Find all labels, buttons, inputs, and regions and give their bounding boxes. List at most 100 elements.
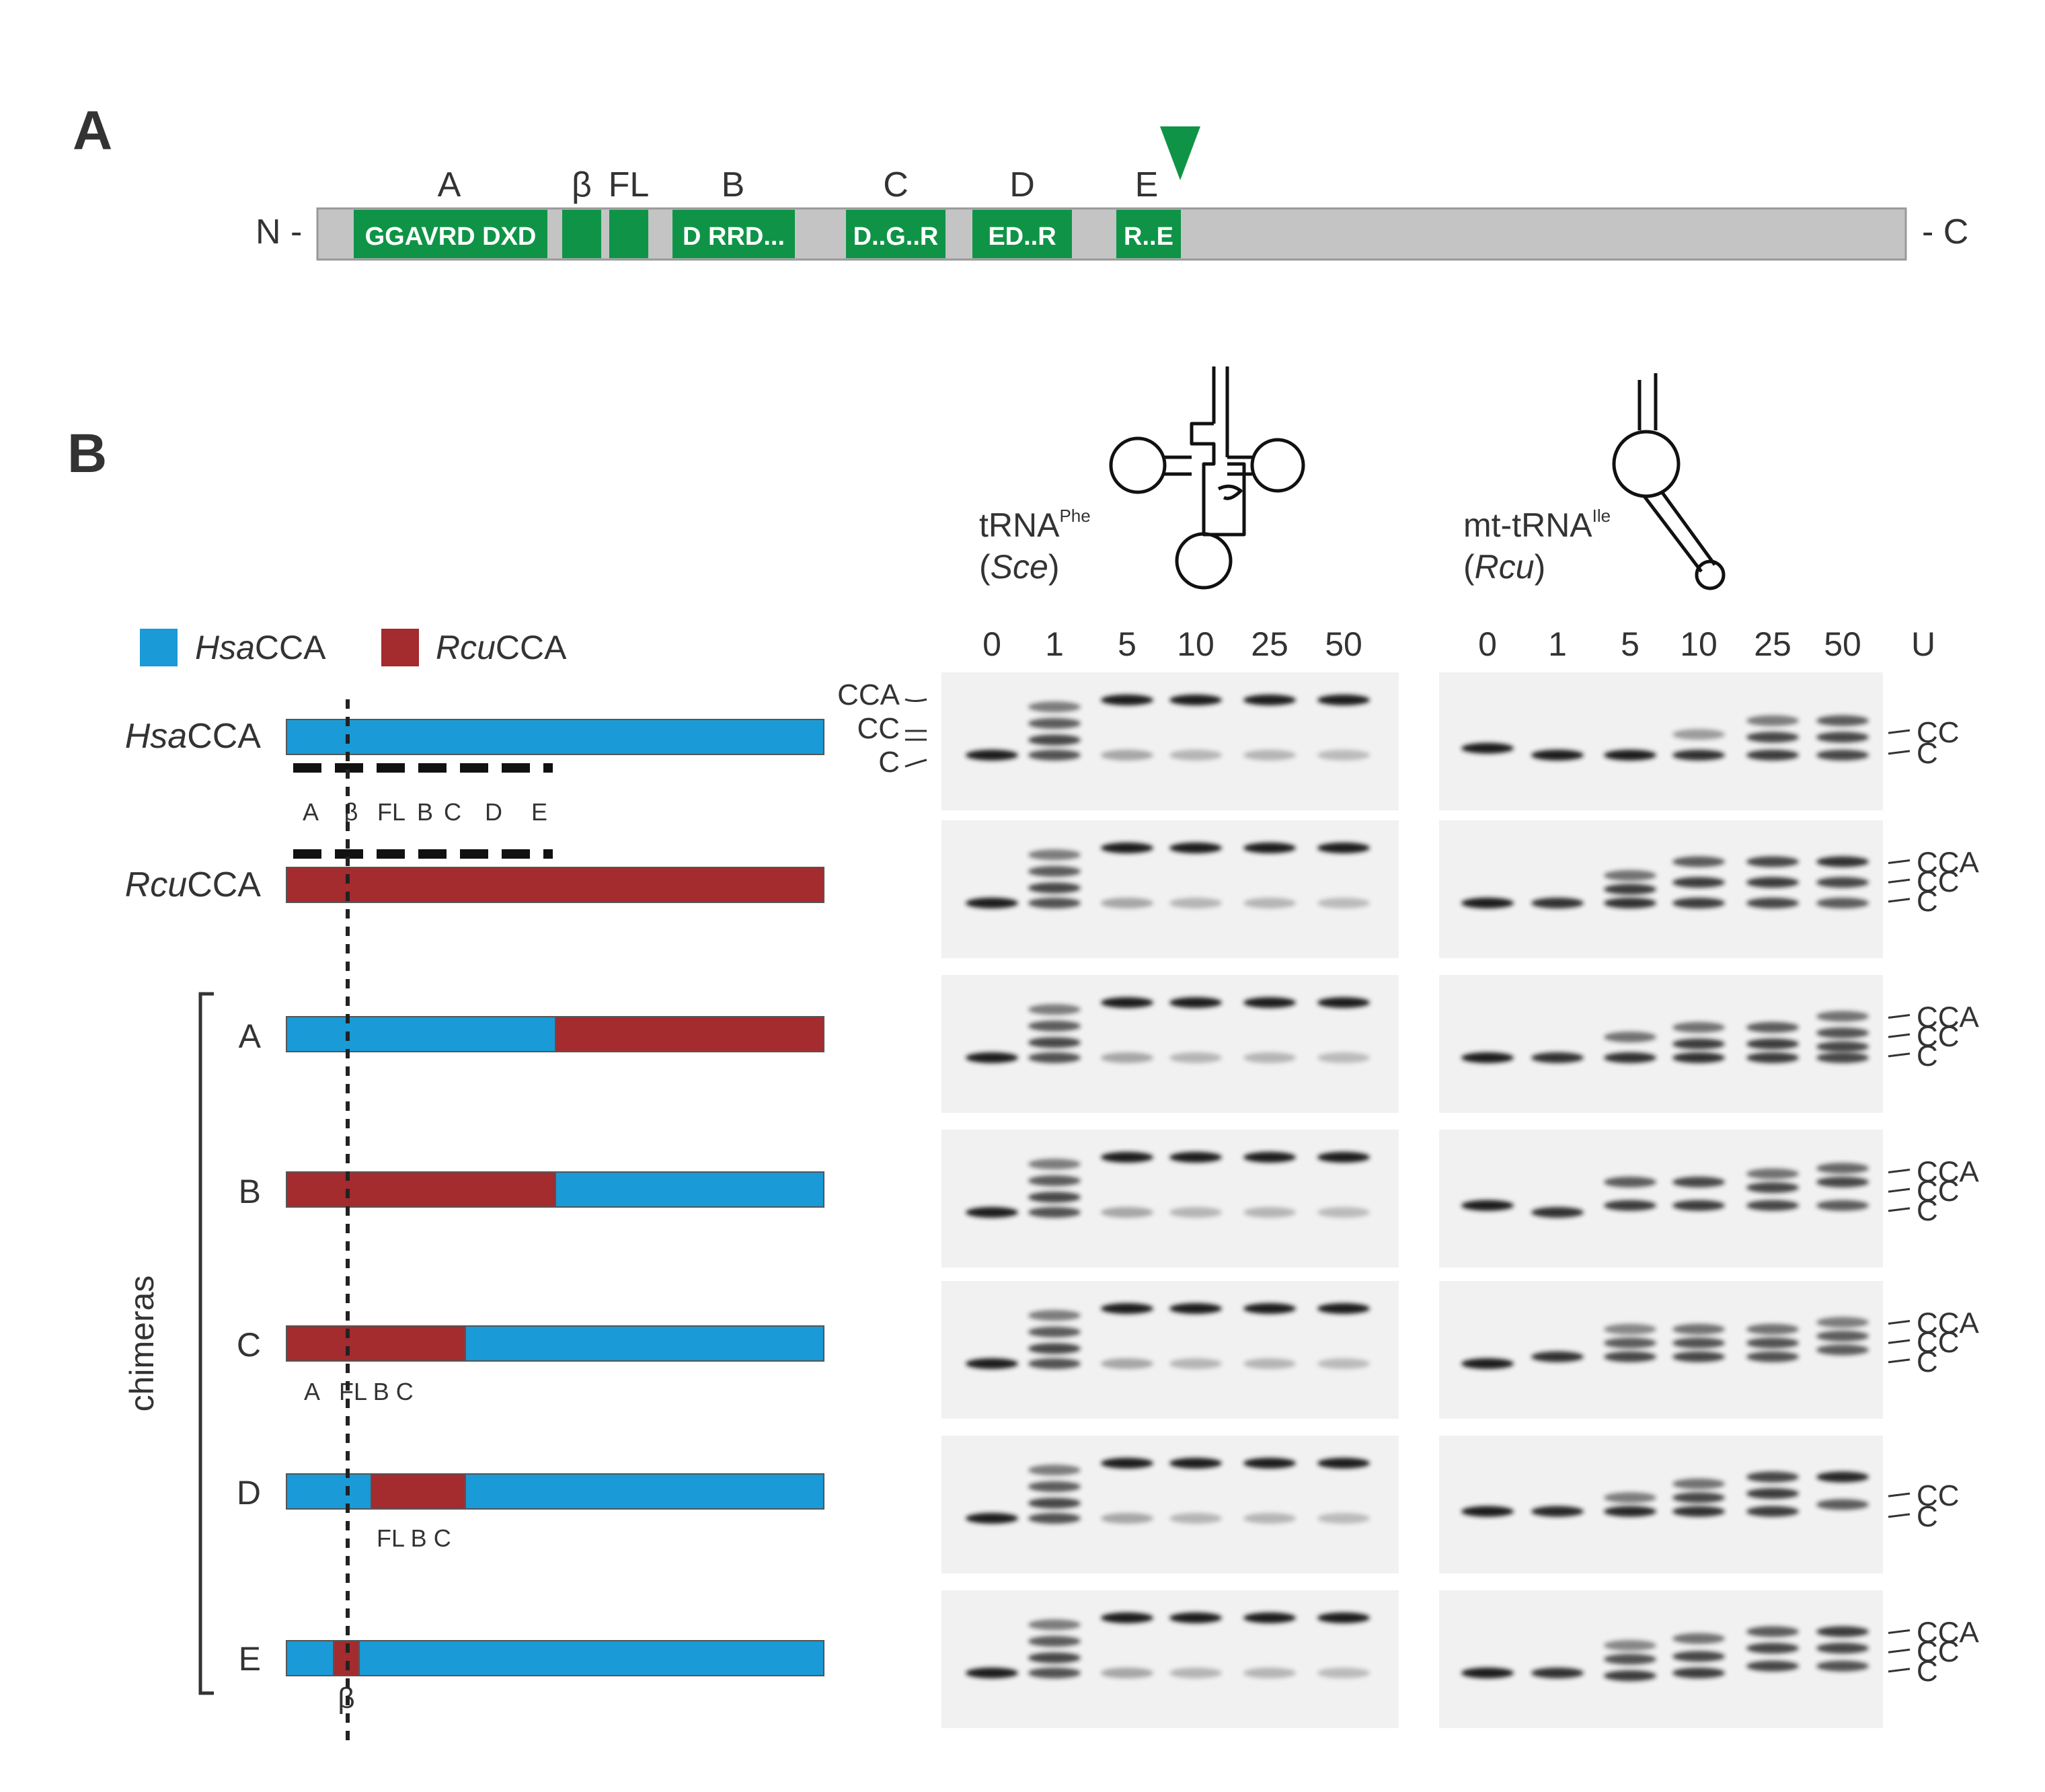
gel-right-band (1531, 1506, 1584, 1517)
gel-right-marker-tick (1888, 1358, 1911, 1364)
gel-left-lane-label: 0 (982, 625, 1001, 663)
gel-left-band (1317, 1303, 1370, 1314)
gel-right-marker-tick (1888, 1668, 1911, 1673)
motif-box-fl (609, 210, 648, 258)
motif-box-d (972, 210, 1072, 258)
gel-left-row-background (941, 1436, 1399, 1573)
gel-left-organism: (Sce) (979, 548, 1059, 586)
gel-left-band (1243, 1612, 1296, 1623)
gel-left-band (1028, 865, 1081, 877)
gel-right-marker-tick (1888, 750, 1911, 755)
gel-right-band (1746, 1021, 1799, 1033)
gel-left-band (1317, 750, 1370, 761)
gel-right-row-background (1439, 1281, 1883, 1419)
gel-left-band (1101, 1358, 1153, 1369)
gel-left-band (1169, 1152, 1222, 1163)
gel-left-band (1243, 1513, 1296, 1524)
gel-right-marker-cca: CCA (1917, 1307, 1980, 1340)
chimera-d-sub-label: FL B C (377, 1524, 451, 1552)
gel-left-band (1101, 898, 1153, 908)
chimera-c-rcu-segment (286, 1325, 466, 1362)
gel-left-title: tRNAPhe (979, 506, 1091, 544)
gel-left-band (1028, 1358, 1081, 1369)
gel-right-band (1746, 732, 1799, 743)
gel-right-lane-label: U (1911, 625, 1935, 663)
c-terminus-label: - C (1922, 212, 1968, 251)
motif-label-fl: FL (377, 798, 406, 826)
gel-left-band (1317, 997, 1370, 1008)
gel-left-band (966, 1668, 1018, 1678)
legend-swatch-rcu (381, 629, 419, 666)
gel-right-band (1816, 1163, 1869, 1174)
gel-right-band (1816, 1200, 1869, 1211)
protein-backbone (316, 207, 1907, 261)
gel-left-band (1028, 701, 1081, 713)
gel-right-band (1604, 1323, 1656, 1335)
gel-right-band (1604, 1492, 1656, 1504)
gel-right-band (1461, 1200, 1514, 1211)
gel-right-band (1746, 1506, 1799, 1517)
chimeras-bracket (198, 992, 214, 1695)
chimera-name-b: B (239, 1173, 261, 1210)
chimera-name-c: C (237, 1326, 261, 1364)
gel-left-band (1243, 1668, 1296, 1678)
gel-right-band (1604, 1337, 1656, 1349)
gel-left-band (1169, 695, 1222, 705)
gel-right-band (1746, 856, 1799, 867)
gel-right-marker-tick (1888, 1492, 1911, 1497)
gel-left-band (1101, 997, 1153, 1008)
gel-right-band (1672, 1651, 1725, 1662)
chimera-d-rcu-segment (371, 1473, 466, 1510)
gel-left-band (1317, 843, 1370, 853)
gel-right-marker-cc: CC (1917, 1020, 1960, 1053)
motif-label-a: A (303, 798, 319, 826)
chimeras-group-label: chimeras (123, 1276, 161, 1412)
gel-right-band (1746, 1643, 1799, 1654)
gel-right-band (1604, 1200, 1656, 1211)
gel-right-band (1672, 1337, 1725, 1349)
chimera-name-e: E (239, 1640, 261, 1678)
gel-right-marker-cca: CCA (1917, 847, 1980, 880)
gel-right-marker-cca: CCA (1917, 1001, 1980, 1034)
gel-left-band (1028, 1326, 1081, 1337)
panel-b-label: B (67, 423, 107, 484)
gel-left-band (966, 1207, 1018, 1218)
gel-right-band (1816, 1626, 1869, 1637)
gel-right-band (1746, 1200, 1799, 1211)
gel-right-band (1746, 1323, 1799, 1335)
gel-left-band (1028, 1513, 1081, 1524)
gel-left-band (1101, 1052, 1153, 1063)
gel-left-band (1028, 1619, 1081, 1631)
dashed-motif-labels: A β FL B C D E (303, 798, 547, 826)
gel-right-marker-tick (1888, 1629, 1911, 1634)
gel-right-band (1816, 1317, 1869, 1328)
gel-left-lane-label: 1 (1045, 625, 1064, 663)
gel-left-band (1028, 1020, 1081, 1031)
legend-label-hsa: HsaCCA (195, 629, 326, 666)
gel-left-band (1101, 843, 1153, 853)
gel-right-band (1531, 750, 1584, 761)
gel-right-row-background (1439, 975, 1883, 1113)
gel-right-band (1746, 1488, 1799, 1499)
gel-left-band (1101, 1458, 1153, 1469)
motif-label-d: D (485, 798, 502, 826)
gel-left-lane-label: 50 (1325, 625, 1362, 663)
construct-name-rcu: RcuCCA (125, 865, 262, 904)
gel-left-band (1169, 1513, 1222, 1524)
chimera-b-hsa-segment (555, 1171, 824, 1208)
gel-left-band (1028, 750, 1081, 761)
gel-left-band (1169, 1668, 1222, 1678)
gel-right-marker-tick (1888, 729, 1911, 734)
gel-right-band (1816, 1331, 1869, 1341)
gel-left-band (1317, 1052, 1370, 1063)
gel-left-band (1028, 1159, 1081, 1170)
construct-legend: HsaCCA RcuCCA (140, 629, 567, 666)
motif-seq-e: R..E (1124, 223, 1173, 251)
gel-right-band (1672, 1052, 1725, 1063)
gel-right-lane-label: 50 (1824, 625, 1861, 663)
gel-left-row-background (941, 672, 1399, 810)
gel-left-band (1028, 1207, 1081, 1218)
chimera-e-hsa-right-segment (358, 1640, 824, 1676)
gel-right-band (1672, 1021, 1725, 1033)
gel-right-marker-c: C (1917, 885, 1938, 918)
